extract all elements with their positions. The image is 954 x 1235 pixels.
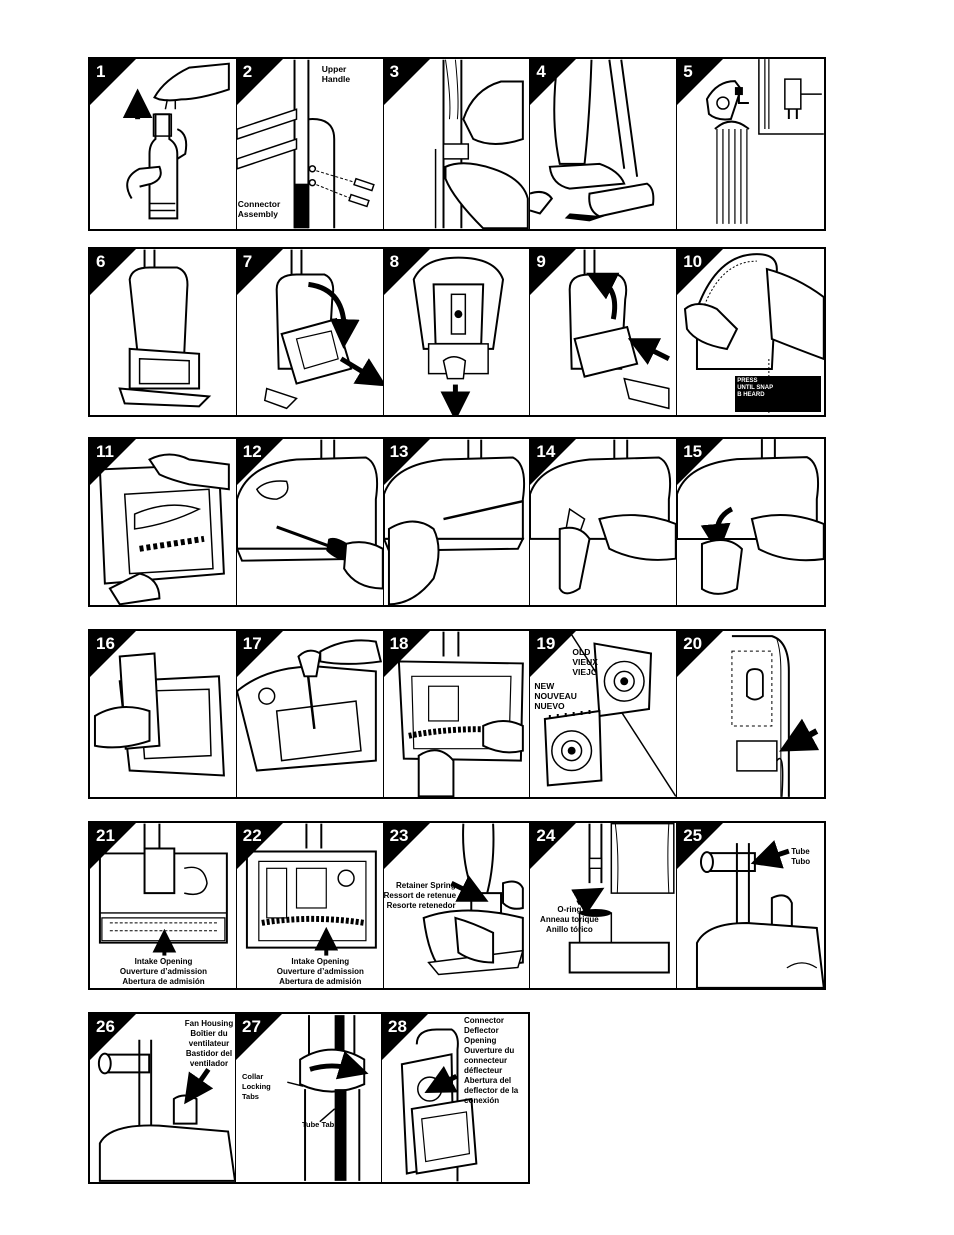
hands-on-handle-icon: [434, 59, 529, 229]
step-panel-23: 23 Retainer Spring Ressort de retenue Re…: [383, 823, 531, 988]
step-number: 6: [96, 252, 106, 271]
tube-label: Tube Tubo: [791, 847, 811, 866]
intake-top-icon: [98, 823, 228, 956]
step-panel-25: 25 Tube Tubo: [677, 823, 824, 988]
step-number: 7: [242, 252, 253, 271]
step-panel-6: 6: [90, 249, 237, 415]
tube-tab-label: Tube Tab: [302, 1120, 335, 1129]
step-number: 22: [242, 826, 262, 845]
collar-locking-tabs-label: Collar Locking Tabs: [242, 1072, 271, 1101]
step-number: 17: [242, 634, 262, 653]
bag-housing-icon: [118, 249, 212, 408]
step-number: 4: [536, 62, 546, 81]
instruction-row-5: 21 Intake Opening Ouverture d’admission …: [88, 821, 826, 990]
step-number: 10: [683, 252, 703, 271]
step-panel-10: 10 PRESS UNTIL SNAP B HEARD: [677, 249, 824, 415]
step-panel-20: 20: [677, 631, 824, 797]
connector-deflector-opening-label: Connector Deflector Opening Ouverture du…: [464, 1016, 519, 1105]
intake-opening-label: Intake Opening Ouverture d’admission Abe…: [276, 957, 364, 986]
flip-base-icon: [98, 453, 230, 605]
step-panel-4: 4: [530, 59, 678, 229]
step-number: 27: [242, 1017, 261, 1036]
step-number: 25: [683, 826, 703, 845]
step-panel-9: 9: [530, 249, 678, 415]
step-number: 26: [96, 1017, 115, 1036]
remove-plate-icon: [93, 652, 225, 777]
instruction-row-3: 11 12 13 14: [88, 437, 826, 607]
step-panel-12: 12: [236, 439, 384, 605]
brushroll-remove-icon: [397, 631, 524, 797]
step-panel-26: 26 Fan Housing Boîtier du ventilateur Ba…: [90, 1014, 236, 1182]
old-new-fan-icon: [544, 631, 677, 797]
pull-up-arrow-hand-icon: [122, 62, 230, 220]
o-ring-label: O-ring Anneau torique Anillo tórico: [540, 905, 599, 934]
step-panel-3: 3: [383, 59, 531, 229]
step-panel-7: 7: [236, 249, 384, 415]
old-fan-label: OLD VIEUX VIEJO: [572, 647, 598, 677]
collar-tabs-icon: [287, 1015, 369, 1181]
step-number: 20: [683, 634, 703, 653]
step-number: 16: [96, 634, 115, 653]
step-panel-8: 8: [383, 249, 531, 415]
step-number: 1: [96, 62, 106, 81]
step-number: 23: [389, 826, 409, 845]
pull-down-bag-icon: [412, 256, 504, 415]
step-panel-16: 16: [90, 631, 237, 797]
step-number: 11: [96, 442, 114, 461]
step-number: 13: [389, 442, 409, 461]
step-number: 8: [389, 252, 400, 271]
o-ring-icon: [569, 823, 675, 974]
step-number: 3: [389, 62, 400, 81]
step-panel-11: 11: [90, 439, 237, 605]
step-panel-24: 24 O-ring Anneau torique Anillo tórico: [530, 823, 678, 988]
step-panel-13: 13: [383, 439, 531, 605]
step-number: 9: [536, 252, 546, 271]
step-panel-14: 14: [530, 439, 678, 605]
instruction-row-1: 1 2 Upper Handle Connector Assembly: [88, 57, 826, 231]
foot-on-vacuum-icon: [530, 59, 655, 222]
screws-handle-icon: [236, 59, 375, 229]
step-number: 14: [536, 442, 556, 461]
step-number: 24: [536, 826, 556, 845]
fan-housing-label: Fan Housing Boîtier du ventilateur Basti…: [184, 1019, 234, 1068]
open-door-arrows-icon: [263, 249, 383, 410]
step-number: 18: [389, 634, 409, 653]
step-panel-27: 27 Collar Locking Tabs Tube Tab: [236, 1014, 382, 1182]
step-number: 5: [683, 62, 693, 81]
step-number: 15: [683, 442, 703, 461]
intake-opening-label: Intake Opening Ouverture d’admission Abe…: [119, 957, 208, 986]
step-panel-28: 28 Connector Deflector Opening Ouverture…: [382, 1014, 528, 1182]
new-fan-label: NEW NOUVEAU NUEVO: [534, 681, 577, 711]
step-panel-17: 17: [236, 631, 384, 797]
step-number: 28: [388, 1017, 407, 1036]
step-panel-21: 21 Intake Opening Ouverture d’admission …: [90, 823, 237, 988]
screw-base-icon: [236, 639, 382, 772]
step-panel-18: 18: [383, 631, 531, 797]
instruction-row-4: 16 17 18: [88, 629, 826, 799]
step-number: 2: [242, 62, 253, 81]
instruction-row-6: 26 Fan Housing Boîtier du ventilateur Ba…: [88, 1012, 530, 1184]
retainer-spring-icon: [422, 823, 524, 976]
press-snap-label: PRESS UNTIL SNAP B HEARD: [735, 376, 822, 412]
connector-assembly-label: Connector Assembly: [237, 199, 281, 219]
step-panel-15: 15: [677, 439, 824, 605]
step-panel-2: 2 Upper Handle Connector Assembly: [236, 59, 384, 229]
retainer-spring-label: Retainer Spring Ressort de retenue Resor…: [383, 881, 457, 910]
step-panel-22: 22 Intake Opening Ouverture d’admission …: [236, 823, 384, 988]
instruction-row-2: 6 7 8: [88, 247, 826, 417]
step-number: 12: [242, 442, 262, 461]
upper-handle-label: Upper Handle: [321, 64, 351, 84]
rotate-tab-icon: [677, 439, 824, 595]
step-number: 19: [536, 634, 556, 653]
step-panel-19: 19 OLD VIEUX VIEJO NEW NOUVEAU NUEVO: [530, 631, 678, 797]
bag-arrow-icon: [731, 635, 820, 797]
deflector-opening-icon: [400, 1028, 478, 1182]
step-panel-5: 5: [677, 59, 824, 229]
close-door-arrows-icon: [569, 249, 671, 410]
step-number: 21: [96, 826, 115, 845]
step-panel-1: 1: [90, 59, 237, 229]
intake-bottom-icon: [245, 823, 377, 956]
